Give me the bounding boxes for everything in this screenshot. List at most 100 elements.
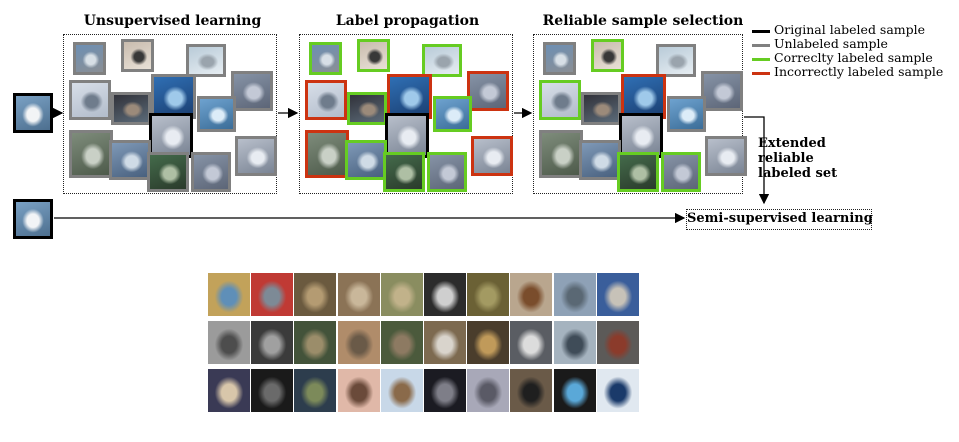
sample-thumbnail [69,130,113,178]
sample-thumbnail [147,152,189,192]
thumbnail-image [308,83,344,117]
sample-thumbnail [73,42,106,75]
sample-thumbnail [427,152,467,192]
grid-image [424,369,466,412]
thumbnail-image [238,139,274,173]
sample-thumbnail [347,92,387,125]
sample-thumbnail [197,96,236,132]
sample-thumbnail [471,136,513,176]
grid-image [596,369,639,412]
original-labeled-thumbnail [385,113,429,158]
legend-swatch-unlabeled [752,44,770,47]
stage-box-selection [533,34,743,194]
extended-reliable-label: Extended reliable labeled set [758,136,837,181]
sample-thumbnail [656,44,696,77]
thumbnail-image [430,155,464,189]
thumbnail-image [390,77,429,116]
grid-image [337,273,380,316]
thumbnail-image [154,77,193,116]
grid-image [424,273,466,316]
original-labeled-thumbnail [13,93,53,133]
sample-thumbnail [701,71,743,111]
thumbnail-image [360,42,387,69]
thumbnail-image [150,155,186,189]
legend-label: Unlabeled sample [774,36,888,51]
grid-image [208,273,250,316]
grid-image [467,321,510,364]
grid-image [337,369,380,412]
grid-image [380,321,423,364]
grid-image [380,273,423,316]
stage-title-selection: Reliable sample selection [542,13,744,29]
sample-thumbnail [422,44,462,77]
legend-label: Original labeled sample [774,22,926,37]
sample-thumbnail [151,74,196,119]
sample-thumbnail [433,96,472,132]
thumbnail-image [350,95,384,122]
grid-image [251,369,294,412]
sample-thumbnail [543,42,576,75]
arrow-selection-to-ssl [744,116,770,205]
sample-thumbnail [109,140,151,180]
sample-thumbnail [581,92,621,125]
thumbnail-image [436,99,469,129]
grid-image [553,321,596,364]
thumbnail-image [388,116,426,155]
grid-image [553,273,596,316]
thumbnail-image [308,133,346,175]
thumbnail-image [474,139,510,173]
sample-thumbnail [617,152,659,192]
grid-image [467,369,510,412]
sample-thumbnail [69,80,111,120]
thumbnail-image [72,133,110,175]
grid-image [337,321,380,364]
thumbnail-image [112,143,148,177]
grid-image [380,369,423,412]
sample-thumbnail [357,39,390,72]
thumbnail-image [470,74,506,108]
extended-label-line: labeled set [758,166,838,181]
thumbnail-image [542,83,578,117]
thumbnail-image [624,77,663,116]
sample-thumbnail [235,136,277,176]
semi-supervised-learning-box: Semi-supervised learning [686,209,873,230]
grid-image [208,321,250,364]
grid-image [510,369,553,412]
thumbnail-image [542,133,580,175]
grid-image [553,369,596,412]
legend-swatch-correct [752,58,770,61]
thumbnail-image [620,155,656,189]
stage-title-unsupervised: Unsupervised learning [83,13,262,29]
thumbnail-image [114,95,148,122]
legend-label: Correclty labeled sample [774,50,933,65]
stage-box-propagation [299,34,513,194]
thumbnail-image [664,155,698,189]
thumbnail-image [584,95,618,122]
legend-label: Incorrectly labeled sample [774,64,944,79]
thumbnail-image [152,116,190,155]
sample-thumbnail [231,71,273,111]
sample-thumbnail [467,71,509,111]
thumbnail-image [704,74,740,108]
sample-thumbnail [667,96,706,132]
grid-image [510,321,553,364]
legend-swatch-incorrect [752,72,770,75]
thumbnail-image [594,42,621,69]
thumbnail-image [16,96,50,130]
grid-image [208,369,250,412]
thumbnail-image [189,47,223,74]
thumbnail-image [425,47,459,74]
thumbnail-image [670,99,703,129]
extended-label-line: reliable [758,151,814,166]
grid-image [294,273,337,316]
thumbnail-image [194,155,228,189]
sample-thumbnail [591,39,624,72]
grid-image [596,273,639,316]
thumbnail-image [582,143,618,177]
thumbnail-image [386,155,422,189]
thumbnail-image [72,83,108,117]
stage-box-unsupervised [63,34,277,194]
grid-image [424,321,466,364]
grid-image [251,273,294,316]
